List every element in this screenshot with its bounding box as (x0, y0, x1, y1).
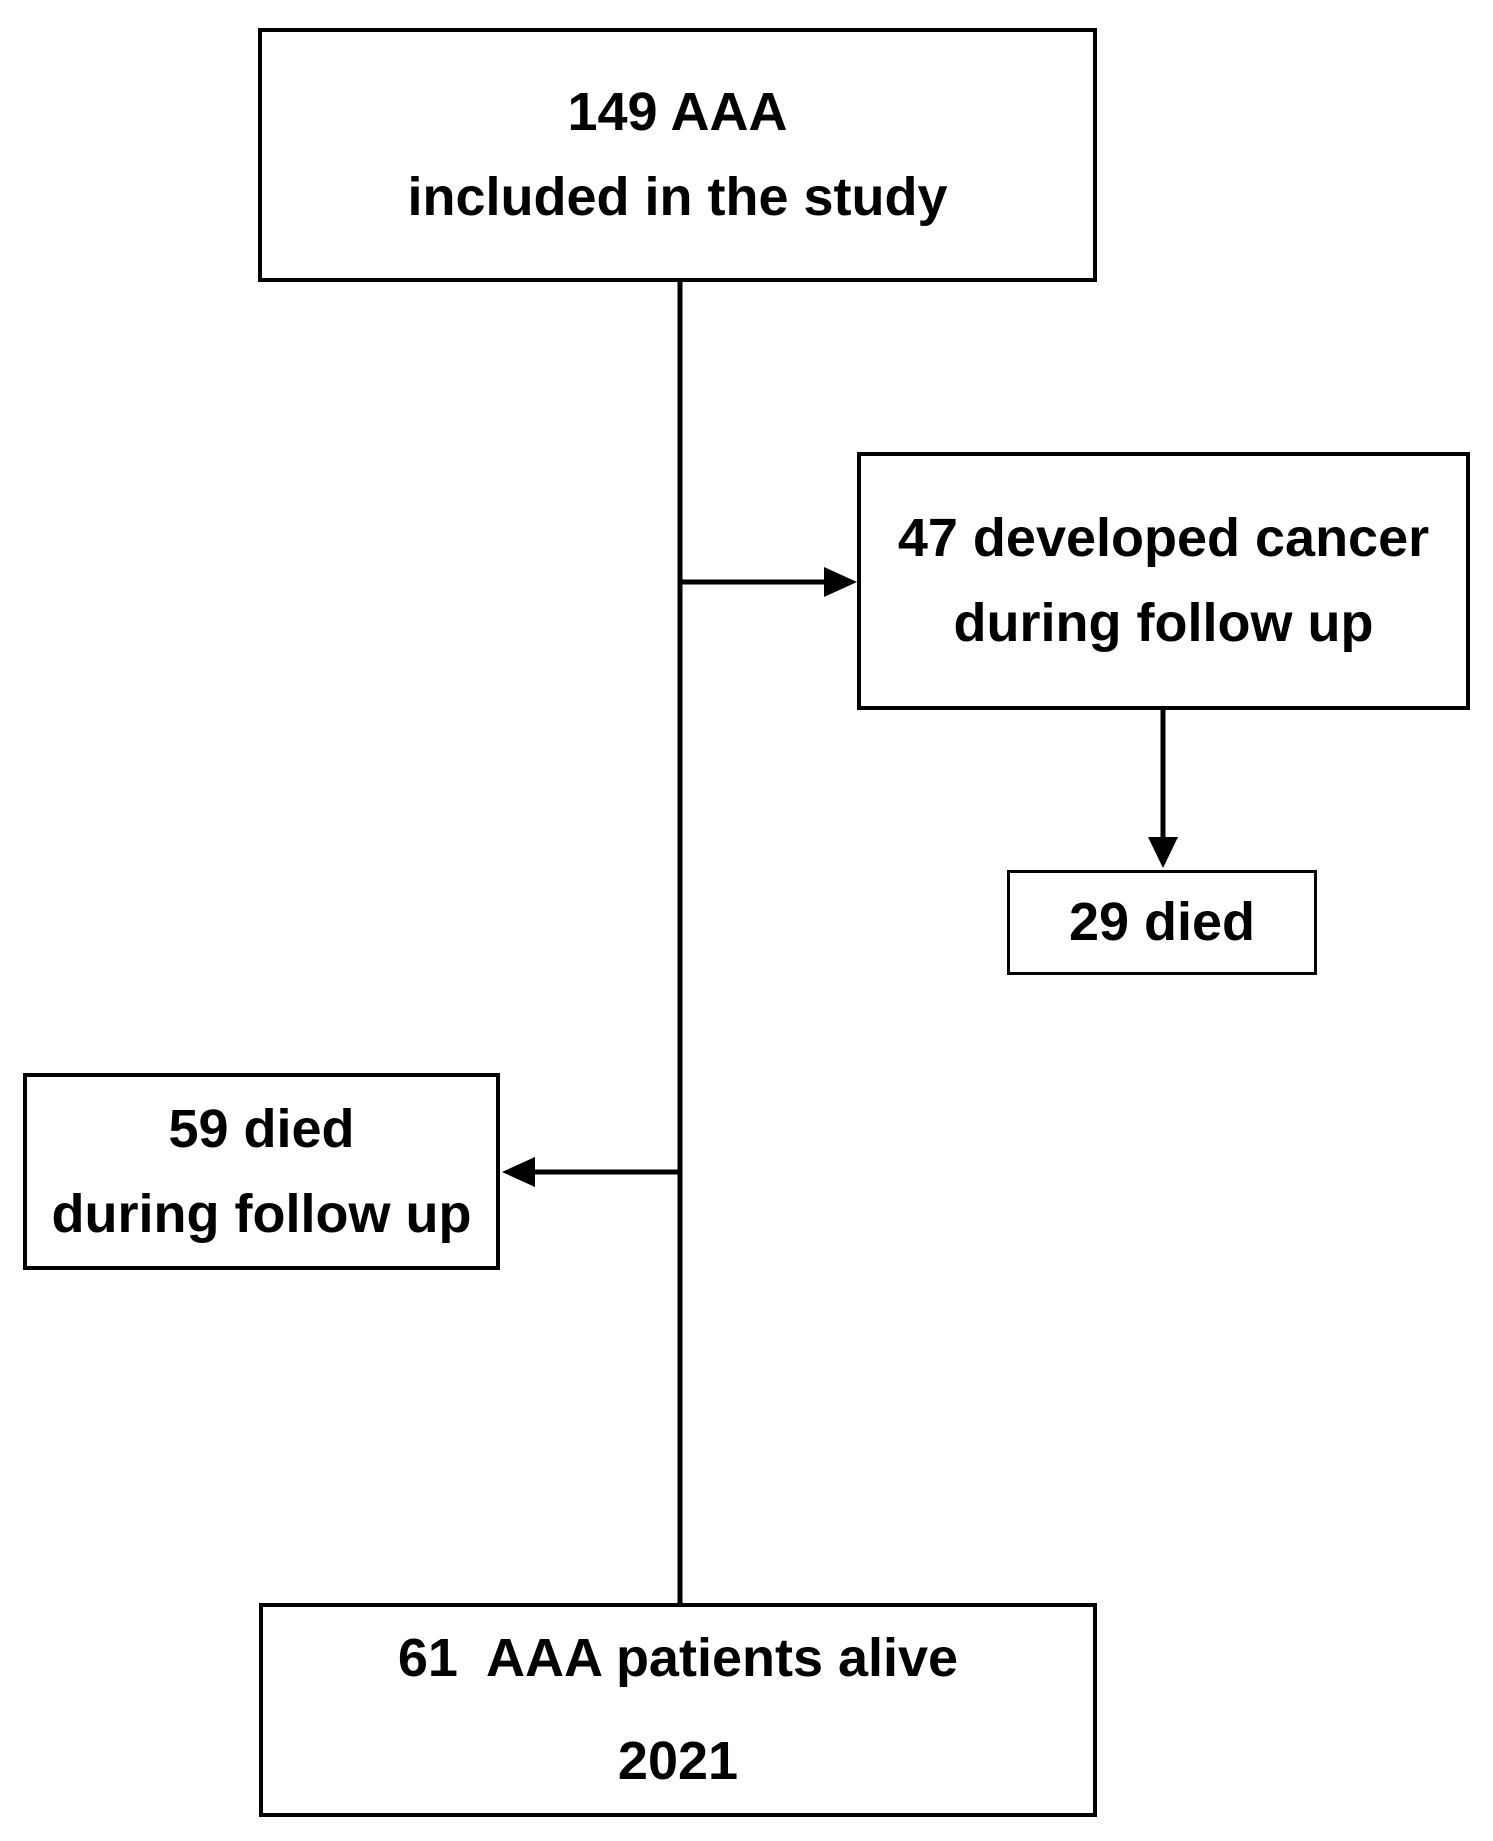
died-cancer-text: 29 died (1068, 892, 1256, 952)
box-patients-alive-2021: 61 AAA patients alive 2021 (259, 1603, 1097, 1817)
included-desc-text: included in the study (407, 167, 948, 227)
alive-count-text: 61 AAA patients alive (397, 1628, 959, 1688)
cancer-desc-text: during follow up (953, 593, 1374, 653)
included-count-text: 149 AAA (567, 82, 788, 142)
alive-year-text: 2021 (617, 1731, 739, 1791)
arrowhead-to-cancer-box (824, 567, 857, 597)
died-followup-count-text: 59 died (168, 1098, 355, 1159)
box-59-died-during-followup: 59 died during follow up (23, 1073, 500, 1270)
died-followup-desc-text: during follow up (51, 1183, 472, 1244)
box-included-in-study: 149 AAA included in the study (258, 28, 1097, 282)
box-developed-cancer: 47 developed cancer during follow up (857, 452, 1470, 710)
arrowhead-to-died-followup-box (502, 1157, 535, 1187)
cancer-count-text: 47 developed cancer (897, 508, 1430, 568)
arrowhead-to-died-cancer-box (1148, 837, 1178, 868)
box-29-died: 29 died (1007, 870, 1317, 975)
